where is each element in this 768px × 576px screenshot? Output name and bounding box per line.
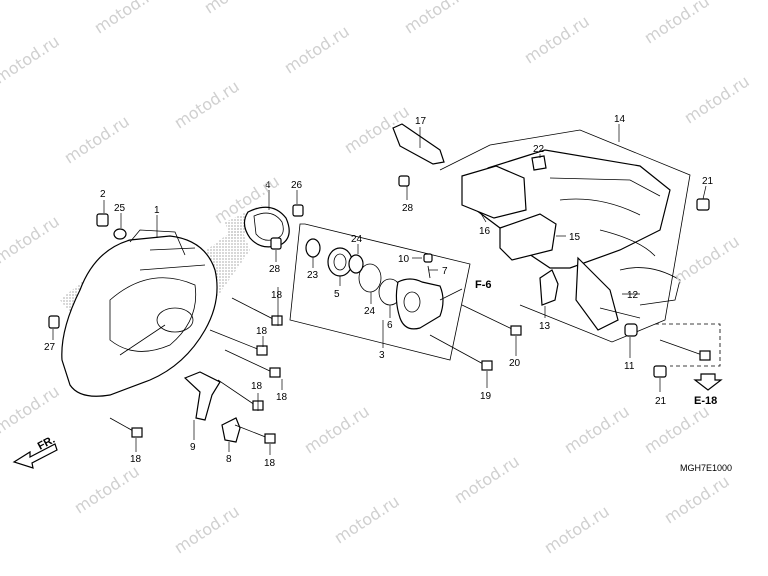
- bolt-20: [461, 304, 522, 336]
- dowel-pin-27: [48, 315, 60, 329]
- dowel-pin-2: [96, 213, 109, 227]
- callout-22: 22: [533, 144, 545, 155]
- gasket-4: [225, 205, 290, 248]
- callout-21a: 21: [702, 176, 714, 187]
- callout-24a: 24: [351, 234, 363, 245]
- callout-6: 6: [387, 320, 393, 331]
- collar-11: [624, 323, 638, 337]
- bolt-12: [599, 307, 711, 361]
- front-direction-indicator: FR.: [12, 434, 58, 469]
- callout-18a: 18: [271, 290, 283, 301]
- cover-15: [499, 213, 557, 261]
- section-ref-e18: E-18: [694, 395, 717, 407]
- callout-5: 5: [334, 289, 340, 300]
- callout-3: 3: [379, 350, 385, 361]
- callout-28b: 28: [402, 203, 414, 214]
- callout-11: 11: [624, 361, 635, 372]
- callout-24b: 24: [364, 306, 376, 317]
- callout-23: 23: [307, 270, 319, 281]
- callout-18b: 18: [256, 326, 268, 337]
- collar-22: [531, 155, 547, 171]
- diagram-code: MGH7E1000: [680, 463, 732, 473]
- leader-lines: [52, 124, 707, 455]
- bracket-17: [392, 123, 445, 187]
- dowel-26: [292, 204, 304, 217]
- callout-12: 12: [627, 290, 639, 301]
- callout-8: 8: [226, 454, 232, 465]
- bolt-21-lower: [653, 365, 667, 378]
- callout-28a: 28: [269, 264, 281, 275]
- oring-25: [113, 228, 127, 240]
- callout-18d: 18: [251, 381, 263, 392]
- callout-27: 27: [44, 342, 56, 353]
- section-ref-f6: F-6: [475, 279, 492, 291]
- callout-19: 19: [480, 391, 492, 402]
- bracket-9: [183, 371, 221, 421]
- bracket-13: [539, 269, 559, 306]
- callout-21b: 21: [655, 396, 667, 407]
- callout-13: 13: [539, 321, 551, 332]
- callout-15: 15: [569, 232, 581, 243]
- cover-16: [461, 165, 527, 219]
- callout-labels: 2 25 1 4 26 28 18 18 18 18 27 9 8 18 18 …: [44, 114, 732, 473]
- bracket-8: [221, 417, 241, 443]
- water-pump-assembly: [289, 223, 471, 361]
- callout-17: 17: [415, 116, 427, 127]
- front-arrow-icon: [12, 443, 58, 469]
- bolt-21-upper: [696, 198, 710, 211]
- e18-outline: [655, 323, 723, 391]
- callout-16: 16: [479, 226, 491, 237]
- callout-18e: 18: [130, 454, 142, 465]
- callout-20: 20: [509, 358, 521, 369]
- callout-14: 14: [614, 114, 626, 125]
- callout-1: 1: [154, 205, 160, 216]
- callout-18f: 18: [264, 458, 276, 469]
- callout-2: 2: [100, 189, 106, 200]
- bolt-group-18: [109, 297, 283, 444]
- callout-7: 7: [442, 266, 448, 277]
- callout-26: 26: [291, 180, 303, 191]
- callout-4: 4: [265, 180, 271, 191]
- crankcase-cover: [60, 225, 250, 397]
- callout-18c: 18: [276, 392, 288, 403]
- callout-10: 10: [398, 254, 410, 265]
- callout-9: 9: [190, 442, 196, 453]
- bolt-19: [429, 334, 493, 371]
- dowel-28-left: [270, 237, 282, 250]
- callout-25: 25: [114, 203, 126, 214]
